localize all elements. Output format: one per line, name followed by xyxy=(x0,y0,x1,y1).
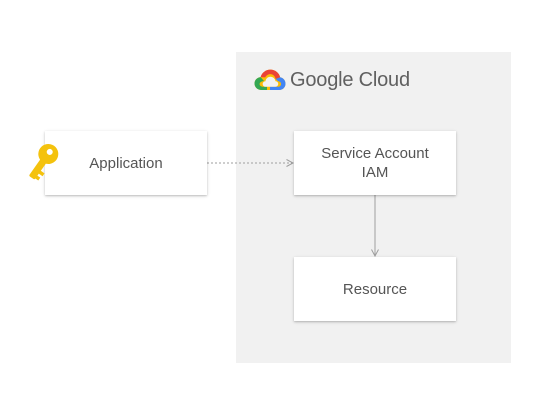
service-account-label: Service Account xyxy=(321,145,429,162)
key-icon xyxy=(29,143,59,181)
google-cloud-title: Google Cloud xyxy=(290,68,410,91)
resource-label: Resource xyxy=(342,280,408,298)
iam-label: IAM xyxy=(361,164,389,181)
application-node: Application xyxy=(45,131,207,195)
google-cloud-header: Google Cloud xyxy=(253,66,410,94)
application-label: Application xyxy=(89,154,163,172)
service-account-node: Service Account IAM xyxy=(294,131,456,195)
google-cloud-logo-icon xyxy=(254,69,286,90)
resource-node: Resource xyxy=(294,257,456,321)
